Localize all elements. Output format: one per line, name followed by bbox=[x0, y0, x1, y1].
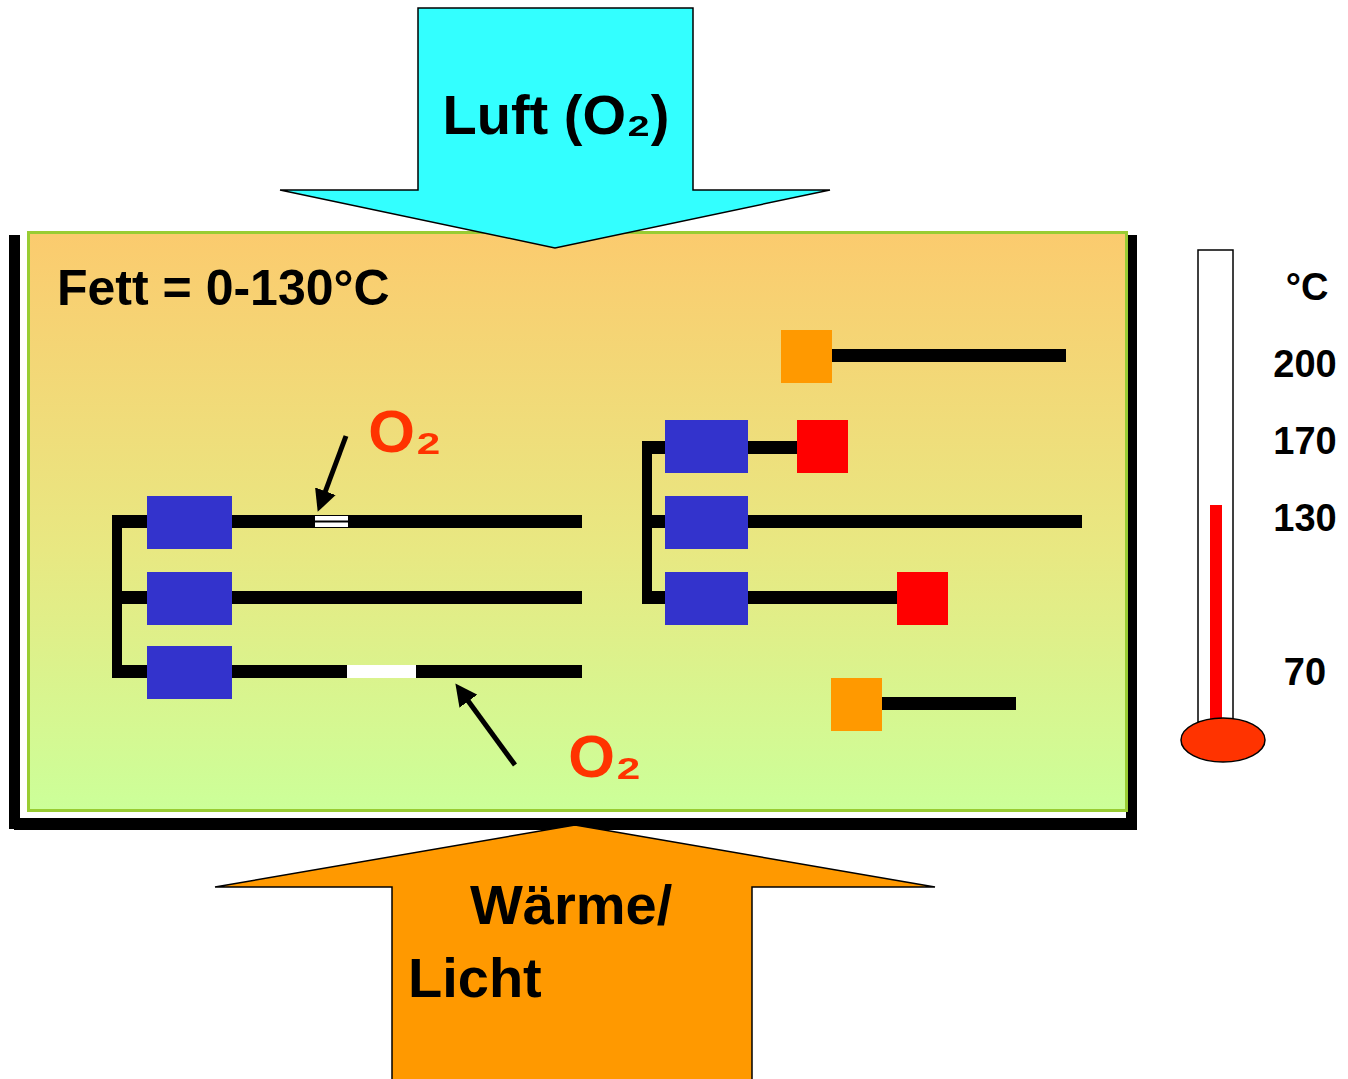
triglyceride-left-part bbox=[112, 591, 152, 604]
oxygen-leader-part bbox=[466, 698, 515, 765]
triglyceride-right-part bbox=[897, 572, 948, 625]
node-text: Luft (O₂) bbox=[442, 83, 669, 147]
triglyceride-right bbox=[642, 420, 1082, 625]
arrow-shape bbox=[215, 825, 935, 1079]
triglyceride-right-part bbox=[665, 572, 748, 625]
triglyceride-left-part bbox=[232, 515, 582, 528]
triglyceride-left-part bbox=[112, 515, 152, 528]
free-fragments-part bbox=[832, 349, 1066, 362]
thermometer bbox=[1181, 250, 1265, 762]
arrow-outline bbox=[215, 825, 935, 1079]
triglyceride-right-part bbox=[665, 496, 748, 549]
scale-number: 130 bbox=[1273, 499, 1336, 537]
heat-light-arrow: Wärme/ Licht bbox=[215, 825, 935, 1079]
scale-number: 170 bbox=[1273, 422, 1336, 460]
triglyceride-left-part bbox=[147, 646, 232, 699]
oxygen-label: O₂ bbox=[368, 402, 441, 462]
triglyceride-right-part bbox=[748, 591, 900, 604]
triglyceride-right-part bbox=[748, 515, 1082, 528]
triglyceride-left-part bbox=[347, 665, 416, 678]
triglyceride-left-part bbox=[147, 496, 232, 549]
thermometer-part bbox=[1210, 505, 1222, 725]
air-arrow: Luft (O₂) bbox=[280, 8, 831, 249]
triglyceride-left-part bbox=[112, 665, 152, 678]
free-fragments bbox=[781, 330, 1066, 731]
free-fragments-part bbox=[882, 697, 1016, 710]
triglyceride-right-part bbox=[797, 420, 848, 473]
free-fragments-part bbox=[831, 678, 882, 731]
unit-label: °C bbox=[1286, 268, 1329, 306]
container-frame-part bbox=[9, 235, 20, 829]
triglyceride-right-part bbox=[748, 441, 800, 454]
triglyceride-left-part bbox=[315, 521, 348, 523]
node-text: Wärme/ Licht bbox=[408, 868, 708, 1014]
triglyceride-left-part bbox=[232, 665, 582, 678]
oxygen-leader-part bbox=[324, 436, 346, 495]
free-fragments-part bbox=[781, 330, 832, 383]
triglyceride-left-part bbox=[232, 591, 582, 604]
fat-container: Fett = 0-130°C bbox=[27, 231, 1128, 812]
node-text: Fett = 0-130°C bbox=[57, 258, 390, 318]
triglyceride-left-part bbox=[315, 516, 348, 527]
oxygen-label: O₂ bbox=[568, 727, 641, 787]
triglyceride-right-part bbox=[665, 420, 748, 473]
arrow-outline bbox=[280, 8, 830, 248]
molecule-illustration bbox=[27, 231, 1128, 812]
triglyceride-left-part bbox=[147, 572, 232, 625]
scale-number: 70 bbox=[1284, 653, 1326, 691]
triglyceride-left bbox=[112, 496, 582, 699]
thermometer-part bbox=[1181, 718, 1265, 762]
scale-number: 200 bbox=[1273, 345, 1336, 383]
oxygen-leader bbox=[324, 436, 515, 765]
